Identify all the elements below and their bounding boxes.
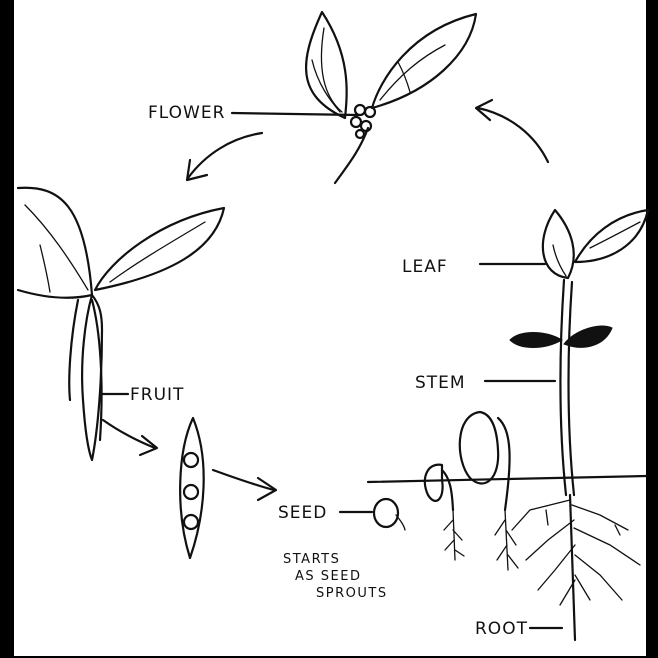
flower-label: FLOWER [148, 103, 225, 123]
caption-line-2: AS SEED [295, 569, 361, 584]
caption-line-1: STARTS [283, 552, 340, 567]
fruit-label: FRUIT [130, 385, 184, 405]
seed-label: SEED [278, 503, 327, 523]
caption-line-3: SPROUTS [316, 586, 388, 601]
leaf-label: LEAF [402, 257, 448, 277]
stem-label: STEM [415, 373, 466, 393]
root-label: ROOT [475, 619, 528, 639]
